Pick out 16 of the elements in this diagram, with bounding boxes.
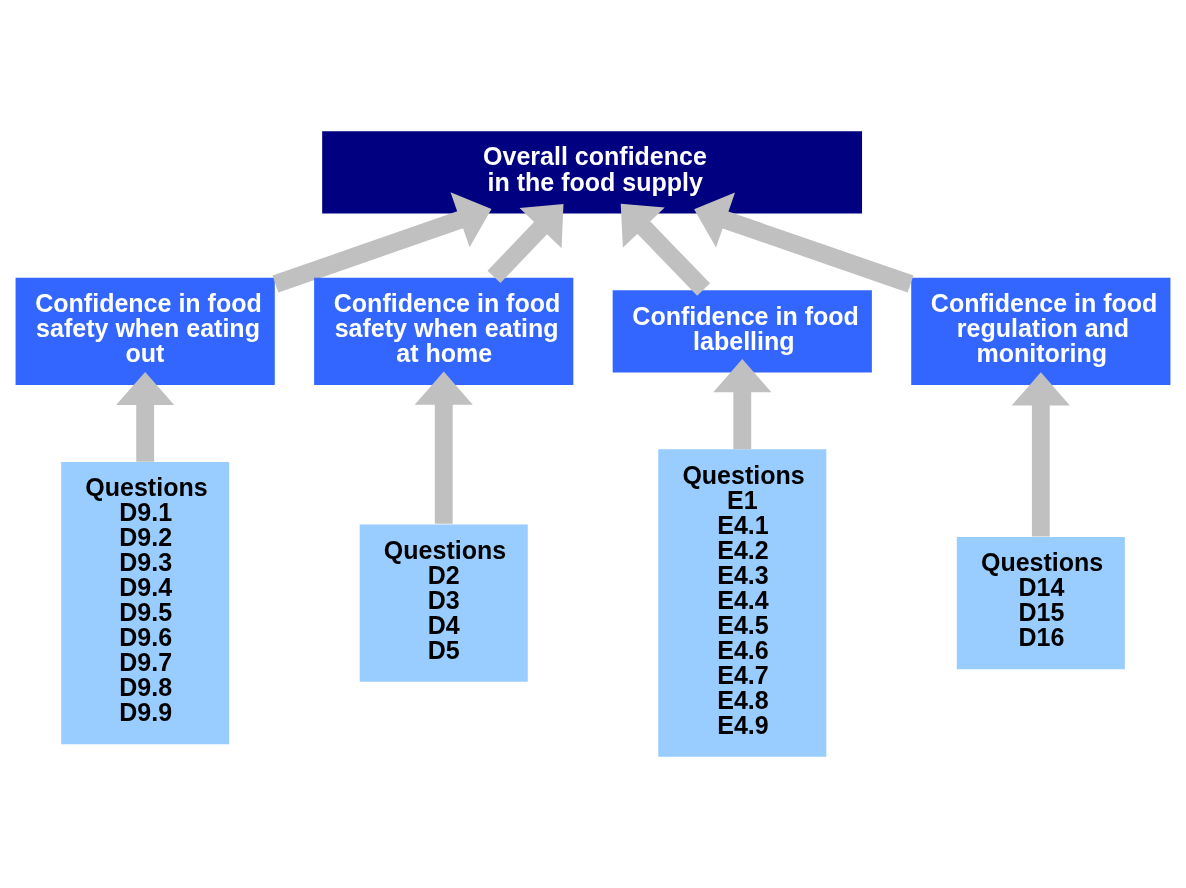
node-box: Questions E1 E4.1 E4.2 E4.3 E4.4 E4.5 E4.6 E4.7 E4.8 E4.9 xyxy=(658,449,827,757)
node-box: Confidence in food regulation and monitoring xyxy=(911,277,1171,385)
arrow xyxy=(116,371,175,462)
node-box: Questions D9.1 D9.2 D9.3 D9.4 D9.5 D9.6 D9.7 D9.8 D9.9 xyxy=(61,461,230,745)
node-box: Confidence in food labelling xyxy=(612,290,872,373)
arrow xyxy=(713,359,772,450)
arrow xyxy=(694,192,914,293)
node-box: Confidence in food safety when eating at home xyxy=(314,277,574,385)
arrow xyxy=(272,192,492,293)
node-box: Overall confidence in the food supply xyxy=(322,131,863,214)
arrow xyxy=(1011,372,1070,537)
arrow xyxy=(414,371,473,524)
node-box: Confidence in food safety when eating out xyxy=(15,277,275,385)
node-box: Questions D14 D15 D16 xyxy=(956,536,1125,670)
node-box: Questions D2 D3 D4 D5 xyxy=(359,524,528,682)
arrow xyxy=(487,204,564,284)
